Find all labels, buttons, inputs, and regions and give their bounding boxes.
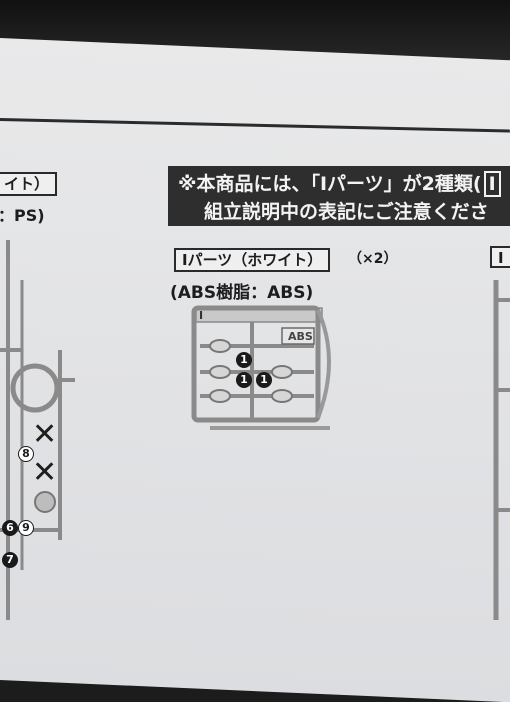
notice-box: ※本商品には、「Iパーツ」が2種類(I 組立説明中の表記にご注意くださ xyxy=(168,166,510,226)
left-part-label: イト） xyxy=(0,172,58,196)
runner-illustration xyxy=(191,305,331,430)
runner-marker-1: 1 xyxy=(236,352,252,368)
left-marker-9: 9 xyxy=(18,520,34,536)
part-material: (ABS樹脂：ABS) xyxy=(170,283,314,303)
part-count: （×2） xyxy=(348,251,398,267)
runner-letter: I xyxy=(199,309,204,322)
notice-line-2: 組立説明中の表記にご注意くださ xyxy=(204,201,489,223)
notice-line-1: ※本商品には、「Iパーツ」が2種類(I xyxy=(178,170,510,198)
runner-tag: ABS xyxy=(288,330,313,343)
cross-mark-2: ✕ xyxy=(32,455,58,490)
cross-mark-1: ✕ xyxy=(32,417,58,452)
runner-marker-3: 1 xyxy=(256,372,272,388)
left-marker-8: 8 xyxy=(18,446,34,462)
part-label: Iパーツ（ホワイト） xyxy=(174,248,331,272)
left-marker-7: 7 xyxy=(2,552,18,568)
right-part-label: I xyxy=(490,246,510,268)
runner-marker-2: 1 xyxy=(236,372,252,388)
left-marker-6: 6 xyxy=(2,520,18,536)
right-runner-illustration xyxy=(493,280,510,620)
left-part-material: ：PS) xyxy=(0,206,45,225)
notice-bracket-label: I xyxy=(483,171,501,197)
